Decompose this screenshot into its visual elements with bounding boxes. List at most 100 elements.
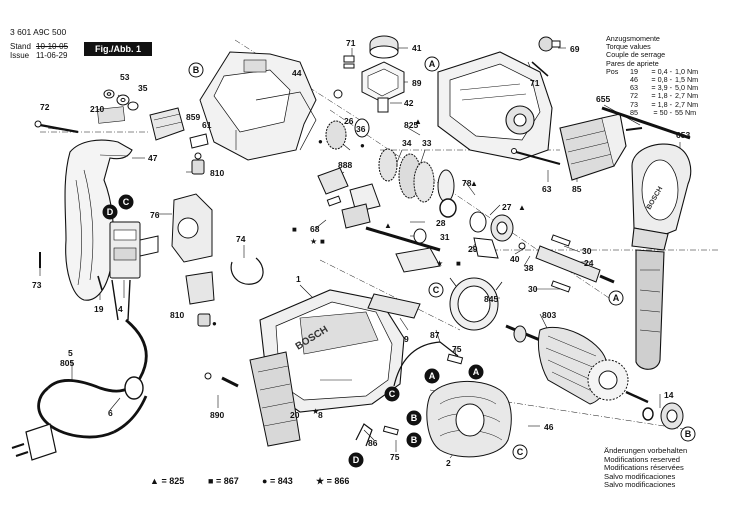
torque-title: Couple de serrage bbox=[606, 50, 666, 60]
figure-label: Fig./Abb. 1 bbox=[84, 42, 152, 56]
part-label: 31 bbox=[440, 232, 450, 242]
callout-marker: A bbox=[608, 290, 624, 306]
depth-rod-655 bbox=[601, 106, 691, 140]
part-label: 14 bbox=[664, 390, 674, 400]
armature-803 bbox=[505, 324, 684, 430]
part-label: 76 bbox=[150, 210, 160, 220]
washers-53-35 bbox=[103, 89, 139, 111]
svg-text:C: C bbox=[389, 389, 396, 399]
wire-harness bbox=[355, 341, 464, 447]
part-label: 27 bbox=[502, 202, 512, 212]
part-label: 810 bbox=[210, 168, 224, 178]
torque-row: 63= 3,9 -5,0 Nm bbox=[630, 83, 699, 93]
part-label: 78 bbox=[462, 178, 472, 188]
part-label: 38 bbox=[524, 263, 534, 273]
svg-text:B: B bbox=[685, 429, 692, 439]
part-label: 61 bbox=[202, 120, 212, 130]
torque-title: Pares de apriete bbox=[606, 58, 659, 68]
power-cord-805 bbox=[11, 318, 148, 461]
svg-text:D: D bbox=[107, 207, 114, 217]
callout-marker: B bbox=[406, 432, 422, 448]
part-label: 41 bbox=[412, 43, 422, 53]
part-label: 655 bbox=[596, 94, 610, 104]
part-label: 805 bbox=[60, 358, 74, 368]
part-label: 89 bbox=[412, 78, 422, 88]
output-spindle-24 bbox=[518, 234, 615, 293]
part-label: 75 bbox=[452, 344, 462, 354]
part-label: 69 bbox=[570, 44, 580, 54]
svg-text:C: C bbox=[517, 447, 524, 457]
symbol-square: ■ bbox=[292, 225, 297, 234]
spindle-78 bbox=[326, 195, 514, 273]
part-label: 888 bbox=[338, 160, 352, 170]
plate-9 bbox=[367, 293, 421, 319]
part-label: 46 bbox=[544, 422, 554, 432]
part-label: 1 bbox=[296, 274, 301, 284]
note-line: Modifications réservées bbox=[604, 463, 684, 473]
part-label: 30 bbox=[528, 284, 538, 294]
part-label: 68 bbox=[310, 224, 320, 234]
part-label: 825 bbox=[404, 120, 418, 130]
svg-text:A: A bbox=[473, 367, 480, 377]
part-label: 19 bbox=[94, 304, 104, 314]
part-label: 87 bbox=[430, 330, 440, 340]
note-line: Modifications reserved bbox=[604, 454, 680, 464]
part-label: 36 bbox=[356, 124, 366, 134]
torque-table: Anzugsmomente Torque values Couple de se… bbox=[606, 34, 724, 117]
callout-markers: B A C D C A A C A B B D C B bbox=[102, 56, 696, 468]
symbol-dot: ● bbox=[360, 141, 365, 150]
part-label: 75 bbox=[390, 452, 400, 462]
svg-text:C: C bbox=[433, 285, 440, 295]
part-label: 85 bbox=[572, 184, 582, 194]
note-line: Änderungen vorbehalten bbox=[604, 446, 688, 455]
torque-row: 73= 1,8 -2,7 Nm bbox=[630, 99, 699, 109]
part-label: 803 bbox=[542, 310, 556, 320]
part-label: 53 bbox=[120, 72, 130, 82]
issue-date: 11-06-29 bbox=[36, 51, 68, 60]
switch-assembly-4 bbox=[109, 221, 159, 321]
svg-text:A: A bbox=[429, 59, 436, 69]
torque-row: 46= 0,8 -1,5 Nm bbox=[630, 75, 699, 85]
note-line: Salvo modificaciones bbox=[604, 471, 676, 481]
legend-item: ▲ = 825 bbox=[150, 476, 185, 486]
screw-63 bbox=[511, 148, 561, 166]
small-parts bbox=[39, 89, 499, 388]
part-label: 44 bbox=[292, 68, 302, 78]
part-label: 845 bbox=[484, 294, 498, 304]
symbol-square: ■ bbox=[456, 259, 461, 268]
fan-baffle-845 bbox=[449, 277, 503, 331]
svg-text:B: B bbox=[193, 65, 200, 75]
part-label: 28 bbox=[436, 218, 446, 228]
screw-72 bbox=[34, 120, 79, 134]
part-label: 72 bbox=[40, 102, 50, 112]
brush-holder-859 bbox=[149, 107, 185, 141]
svg-text:B: B bbox=[411, 413, 418, 423]
symbol-star: ★ bbox=[312, 407, 319, 416]
svg-text:B: B bbox=[411, 435, 418, 445]
part-label: 29 bbox=[468, 244, 478, 254]
part-label: 210 bbox=[90, 104, 104, 114]
part-label: 71 bbox=[530, 78, 540, 88]
field-coil-2 bbox=[426, 380, 512, 458]
part-label: 26 bbox=[344, 116, 354, 126]
legend-item: ★ = 866 bbox=[316, 476, 350, 486]
kit-symbols: ▲ ▲ ▲ ▲ ■ ■ ■ ★ ★ ★ ● ● ● bbox=[212, 117, 526, 416]
auxiliary-handle-653 bbox=[631, 143, 692, 370]
selector-knob-41 bbox=[343, 35, 405, 113]
part-label: 71 bbox=[346, 38, 356, 48]
main-handle-housing bbox=[64, 106, 133, 301]
symbol-star: ★ bbox=[436, 259, 443, 268]
part-label: 34 bbox=[402, 138, 412, 148]
symbol-triangle: ▲ bbox=[384, 221, 392, 230]
part-label: 653 bbox=[676, 130, 690, 140]
drill-chuck-85 bbox=[559, 113, 643, 181]
callout-marker: C bbox=[512, 444, 528, 460]
legend-item: ■ = 867 bbox=[208, 476, 239, 486]
part-label: 47 bbox=[148, 153, 158, 163]
part-label: 30 bbox=[582, 246, 592, 256]
torque-title: Anzugsmomente bbox=[606, 34, 660, 43]
stand-date: 10-10-05 bbox=[36, 42, 69, 51]
gear-housing-825 bbox=[437, 51, 553, 161]
